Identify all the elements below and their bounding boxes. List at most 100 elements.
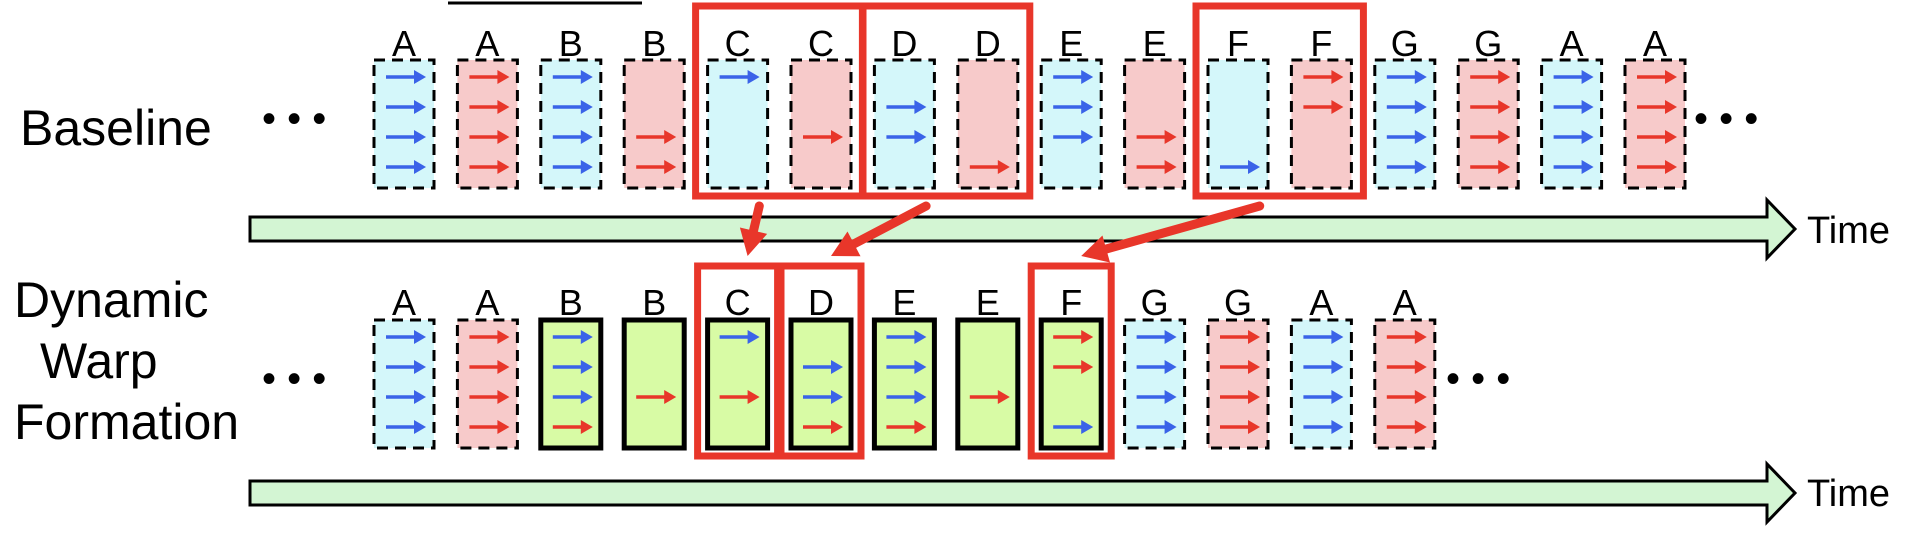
blue-thread-arrow-icon [1303,330,1344,344]
warp-label: C [725,23,751,64]
blue-thread-arrow-icon [886,130,927,144]
warp-box [1289,58,1353,190]
warp-box [538,317,604,451]
warp-label: A [392,23,416,64]
warp-dwf-3: B [621,282,687,451]
red-thread-arrow-icon [1220,390,1260,404]
red-thread-arrow-icon [1136,160,1177,174]
warp-baseline-7: D [956,23,1020,190]
warp-label: A [392,282,416,323]
warp-label: G [1474,23,1502,64]
warp-label: F [1060,282,1082,323]
warp-box [372,318,436,450]
blue-thread-arrow-icon [719,70,760,84]
baseline-ellipsis-left: • • • [262,97,326,141]
blue-thread-arrow-icon [886,100,927,114]
dwf-row-label-line-2: Warp [40,333,158,389]
warp-label: B [642,282,666,323]
red-thread-arrow-icon [636,130,677,144]
warp-label: B [559,23,583,64]
blue-thread-arrow-icon [1136,390,1177,404]
warp-box [788,317,854,451]
blue-thread-arrow-icon [886,360,927,374]
warp-label: G [1224,282,1252,323]
red-thread-arrow-icon [803,420,843,434]
warp-baseline-6: D [872,23,936,190]
blue-thread-arrow-icon [886,330,927,344]
blue-thread-arrow-icon [1386,160,1427,174]
red-thread-arrow-icon [1470,70,1511,84]
dwf-ellipsis-left: • • • [262,357,326,401]
warp-label: D [808,282,834,323]
warp-label: F [1310,23,1332,64]
warp-label: E [892,282,916,323]
blue-thread-arrow-icon [719,330,760,344]
red-thread-arrow-icon [636,160,677,174]
dwf-row-label-line-3: Formation [14,394,239,450]
red-thread-arrow-icon [469,390,510,404]
red-thread-arrow-icon [469,360,510,374]
blue-thread-arrow-icon [1220,160,1260,174]
red-thread-arrow-icon [1637,100,1677,114]
red-thread-arrow-icon [469,130,510,144]
warp-box [1456,58,1520,190]
warp-label: D [975,23,1001,64]
warp-baseline-14: A [1540,23,1604,190]
blue-thread-arrow-icon [1136,420,1177,434]
warp-box [1540,58,1604,190]
blue-thread-arrow-icon [552,330,593,344]
blue-thread-arrow-icon [1136,330,1177,344]
red-thread-arrow-icon [969,160,1010,174]
blue-thread-arrow-icon [1053,70,1094,84]
warp-label: A [475,23,499,64]
warp-box [1373,58,1437,190]
red-thread-arrow-icon [1136,130,1177,144]
warp-label: F [1227,23,1249,64]
merge-arrow-icon [739,201,768,256]
warp-dwf-12: A [1373,282,1437,450]
warp-box [1206,318,1270,450]
red-thread-arrow-icon [469,420,510,434]
warp-label: A [475,282,499,323]
warp-box [372,58,436,190]
baseline-highlight-box [1192,2,1367,200]
baseline-time-label: Time [1807,210,1890,252]
blue-thread-arrow-icon [552,100,593,114]
baseline-ellipsis-right: • • • [1694,97,1758,141]
blue-thread-arrow-icon [1053,130,1094,144]
warp-box [621,317,687,451]
blue-thread-arrow-icon [1303,360,1344,374]
warp-box [1373,318,1437,450]
warp-box [622,58,686,190]
blue-thread-arrow-icon [552,360,593,374]
red-thread-arrow-icon [1637,130,1677,144]
red-thread-arrow-icon [1053,360,1094,374]
warp-box [1289,318,1353,450]
blue-thread-arrow-icon [1553,130,1594,144]
dwf-row-label-line-1: Dynamic [14,272,208,328]
warp-box [1123,58,1187,190]
warp-box [455,58,519,190]
warp-box [1623,58,1687,190]
dwf-time-arrow [248,460,1798,526]
blue-thread-arrow-icon [552,70,593,84]
red-thread-arrow-icon [803,130,843,144]
warp-baseline-5: C [789,23,853,190]
warp-dwf-1: A [455,282,519,450]
warp-baseline-3: B [622,23,686,190]
warp-label: D [891,23,917,64]
blue-thread-arrow-icon [386,70,426,84]
red-thread-arrow-icon [886,420,927,434]
warp-dwf-4: C [705,282,771,451]
warp-dwf-10: G [1206,282,1270,450]
warp-box [1206,58,1270,190]
warp-label: A [1309,282,1333,323]
blue-thread-arrow-icon [386,360,426,374]
warp-label: E [976,282,1000,323]
red-thread-arrow-icon [469,70,510,84]
warp-baseline-9: E [1123,23,1187,190]
blue-thread-arrow-icon [1136,360,1177,374]
blue-thread-arrow-icon [552,390,593,404]
warp-baseline-2: B [539,23,603,190]
